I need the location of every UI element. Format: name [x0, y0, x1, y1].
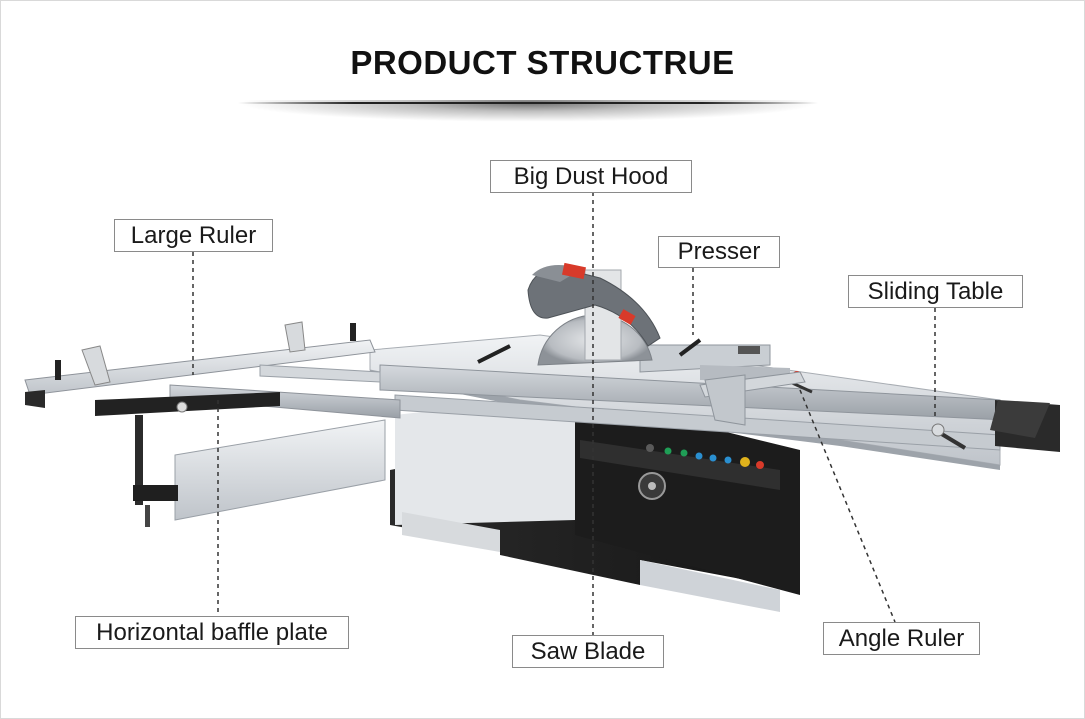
label-presser: Presser — [658, 236, 780, 268]
label-sliding-table: Sliding Table — [848, 275, 1023, 308]
page-title: PRODUCT STRUCTRUE — [350, 44, 735, 81]
label-large-ruler: Large Ruler — [114, 219, 273, 252]
sliding-table-body — [379, 364, 1060, 452]
leader-angle-ruler — [799, 389, 896, 623]
dust-hood — [527, 262, 661, 361]
label-horizontal-baffle-plate: Horizontal baffle plate — [75, 616, 349, 649]
label-big-dust-hood: Big Dust Hood — [490, 160, 692, 193]
label-saw-blade: Saw Blade — [512, 635, 664, 668]
outrigger-frame — [24, 321, 401, 527]
machine-cabinet — [390, 395, 800, 612]
leader-lines — [192, 192, 936, 636]
angle-ruler-fence — [699, 371, 806, 426]
title-underline-shadow — [238, 100, 818, 122]
label-angle-ruler: Angle Ruler — [823, 622, 980, 655]
title-underline — [238, 102, 818, 104]
